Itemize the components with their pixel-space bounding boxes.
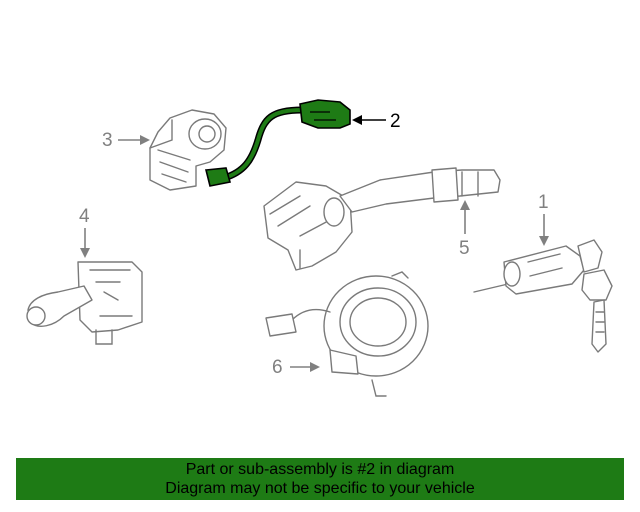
part-5-combination-switch[interactable]	[263, 167, 501, 271]
part-info-banner: Part or sub-assembly is #2 in diagram Di…	[16, 458, 624, 500]
callout-5-label: 5	[459, 238, 470, 259]
banner-line-disclaimer: Diagram may not be specific to your vehi…	[165, 480, 475, 497]
callout-2[interactable]: 2	[352, 111, 401, 132]
callout-6-label: 6	[272, 357, 283, 378]
callout-1[interactable]: 1	[538, 192, 549, 246]
part-3-switch-housing[interactable]	[149, 109, 227, 191]
callout-3[interactable]: 3	[102, 130, 150, 151]
part-6-clock-spring[interactable]	[265, 271, 429, 397]
callout-2-label: 2	[390, 111, 401, 132]
part-2-wire-harness[interactable]	[204, 99, 351, 187]
callout-6[interactable]: 6	[272, 357, 320, 378]
callout-5[interactable]: 5	[459, 200, 470, 259]
callout-4[interactable]: 4	[79, 206, 90, 258]
part-4-turn-signal-switch[interactable]	[26, 261, 143, 345]
callout-1-label: 1	[538, 192, 549, 213]
banner-line-part-number: Part or sub-assembly is #2 in diagram	[185, 461, 455, 478]
part-1-lock-cylinder[interactable]	[473, 239, 613, 353]
callout-3-label: 3	[102, 130, 113, 151]
callout-4-label: 4	[79, 206, 90, 227]
